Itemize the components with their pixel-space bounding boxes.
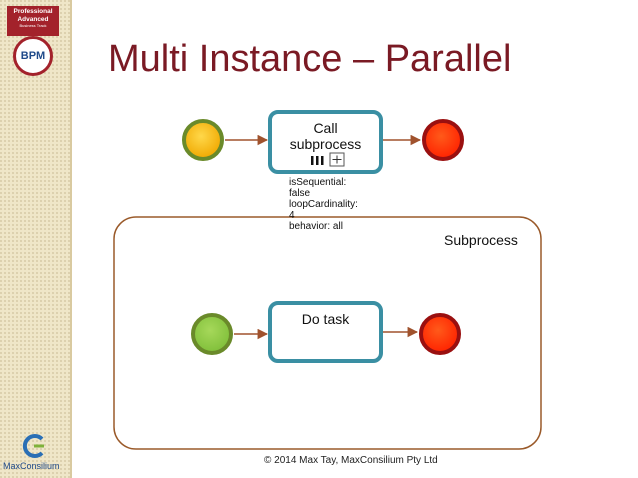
sidebar-divider: [70, 0, 72, 478]
end-event-inner[interactable]: [419, 313, 461, 355]
property-line: 4: [289, 210, 295, 221]
decorative-sidebar: Professional Advanced Business Track BPM…: [0, 0, 70, 478]
start-event-inner[interactable]: [191, 313, 233, 355]
property-line: loopCardinality:: [289, 199, 358, 210]
property-line: behavior: all: [289, 221, 343, 232]
logo-text: MaxConsilium: [3, 461, 60, 471]
certification-badge: Professional Advanced Business Track BPM: [7, 6, 59, 96]
subprocess-label: Subprocess: [444, 232, 518, 248]
subprocess-collapse-marker-icon: [329, 152, 345, 167]
parallel-multi-instance-marker-icon: [311, 156, 324, 165]
start-event-top[interactable]: [182, 119, 224, 161]
seal-text: BPM: [20, 50, 46, 62]
slide-title: Multi Instance – Parallel: [108, 38, 512, 80]
badge-line-professional: Professional: [13, 8, 53, 15]
property-line: false: [289, 188, 311, 199]
property-line: isSequential:: [289, 177, 347, 188]
call-subprocess-task[interactable]: [268, 110, 383, 174]
slide-footer: © 2014 Max Tay, MaxConsilium Pty Ltd: [264, 455, 438, 466]
do-task-label: Do task: [301, 311, 350, 327]
end-event-top[interactable]: [422, 119, 464, 161]
badge-line-track: Business Track: [19, 23, 47, 28]
badge-banner: Professional Advanced Business Track: [7, 6, 59, 36]
bpm-seal-icon: BPM: [13, 36, 53, 76]
badge-line-advanced: Advanced: [17, 15, 49, 23]
maxconsilium-logo-icon: [22, 434, 44, 458]
multi-instance-properties: isSequential: false loopCardinality: 4 b…: [289, 177, 369, 232]
call-subprocess-label-line1: Call: [313, 120, 338, 136]
subprocess-container[interactable]: [113, 216, 542, 450]
call-subprocess-label: Call subprocess: [272, 120, 379, 152]
do-task[interactable]: [268, 301, 383, 363]
call-subprocess-label-line2: subprocess: [289, 136, 362, 152]
